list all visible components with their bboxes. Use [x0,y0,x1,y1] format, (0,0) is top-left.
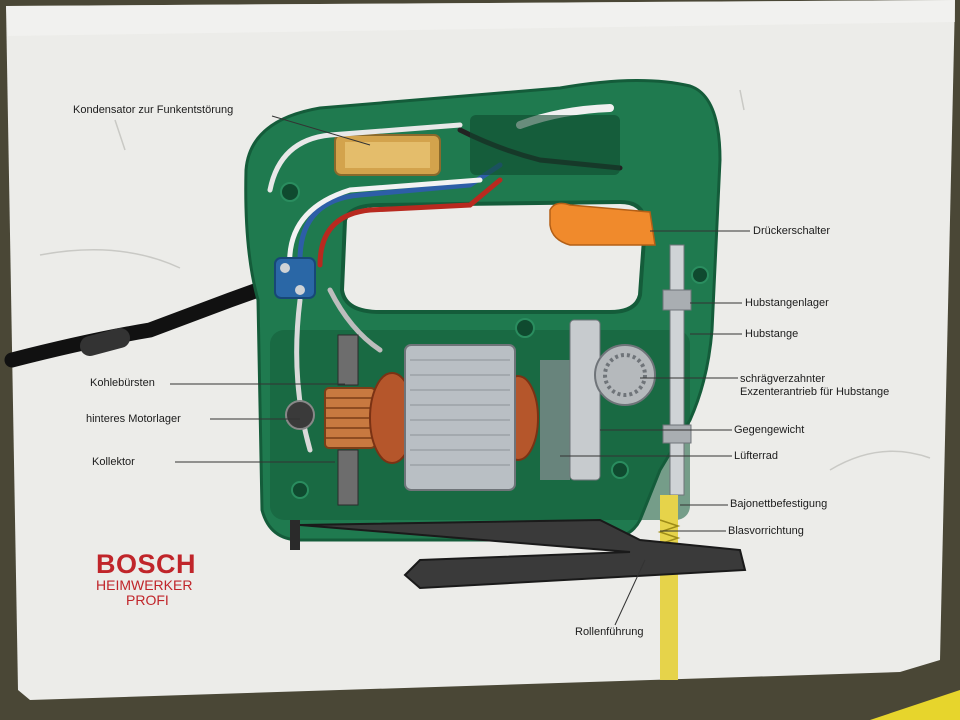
counterweight [569,319,601,481]
cord-sleeve [80,328,130,356]
label-kondensator: Kondensator zur Funkentstörung [73,104,234,116]
label-exzenter-line1: schrägverzahnter [740,373,825,385]
label-hubstangenlager: Hubstangenlager [745,297,829,309]
label-gegengewicht: Gegengewicht [734,424,805,436]
label-blas: Blasvorrichtung [728,525,804,537]
base-plate [299,518,747,590]
cord-clamp [274,257,316,299]
fan-wheel [540,360,570,480]
label-hubstange: Hubstange [745,328,799,340]
switch-housing [470,115,620,175]
box-top-edge [6,0,955,36]
label-exzenter-line2: Exzenterantrieb für Hubstange [740,386,890,398]
screw-bosses [280,182,709,499]
label-motorlager: hinteres Motorlager [86,413,181,425]
label-bajonett: Bajonettbefestigung [730,498,828,510]
label-lufterrad: Lüfterrad [734,450,779,462]
box-creases [39,89,931,471]
brand-line2: PROFI [126,592,169,608]
plunger-bearing [662,289,692,311]
plunger-rod [669,244,685,496]
brand-name: BOSCH [96,549,197,579]
label-druckerschalter: Drückerschalter [753,225,831,237]
leader-lines [170,115,750,626]
capacitor-label-area [345,142,430,168]
plunger-guide [662,424,692,444]
carbon-brush-bottom [337,449,359,506]
saw-blade [660,495,678,680]
stator [404,344,516,491]
bosch-logo: BOSCH HEIMWERKER PROFI [96,550,196,608]
stator-laminations [410,359,510,466]
label-kollektor: Kollektor [92,456,135,468]
label-rollen: Rollenführung [575,626,644,638]
rear-motor-bearing [285,400,315,430]
label-kohleburste: Kohlebürsten [90,377,155,389]
brand-line1: HEIMWERKER [96,577,193,593]
commutator-segments [325,397,375,439]
trigger-switch [549,202,656,246]
yellow-corner [870,690,960,720]
carbon-brush-top [337,334,359,386]
